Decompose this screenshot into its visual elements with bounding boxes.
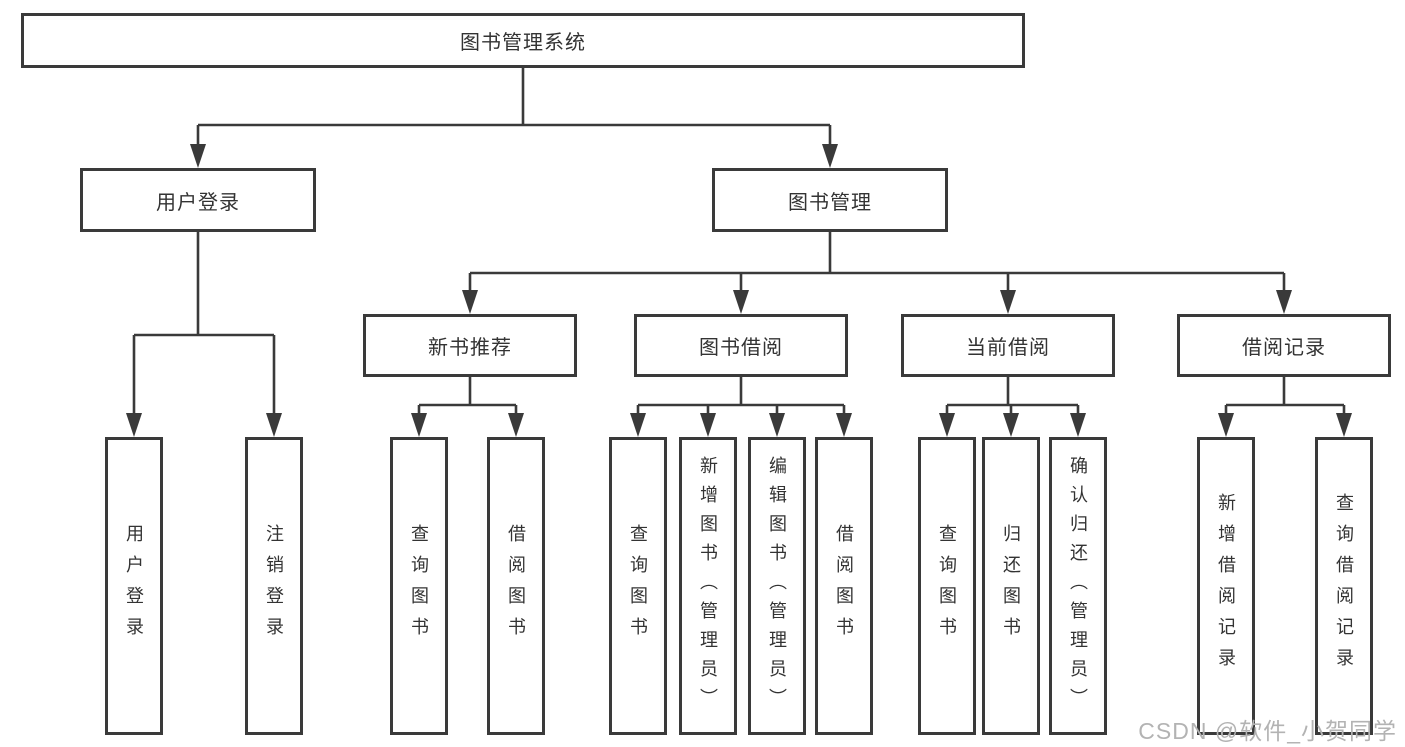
node-label: 图书管理 <box>788 191 872 214</box>
node-leaf-return-book: 归还图书 <box>982 437 1040 735</box>
node-leaf-query-borrow-record: 查询借阅记录 <box>1315 437 1373 735</box>
connector-login <box>132 232 276 415</box>
node-current-borrow: 当前借阅 <box>901 314 1115 377</box>
node-label: 查询图书 <box>937 524 957 648</box>
node-leaf-logout: 注销登录 <box>245 437 303 735</box>
node-label: 借阅记录 <box>1242 337 1326 359</box>
node-book-management: 图书管理 <box>712 168 948 232</box>
connector-borrow <box>636 377 846 415</box>
node-label: 图书管理系统 <box>460 32 586 54</box>
node-label: 借阅图书 <box>506 524 526 648</box>
node-leaf-query-book-2: 查询图书 <box>609 437 667 735</box>
node-leaf-query-book-1: 查询图书 <box>390 437 448 735</box>
node-label: 注销登录 <box>264 524 284 648</box>
node-leaf-user-login: 用户登录 <box>105 437 163 735</box>
connector-management <box>468 232 1286 292</box>
node-leaf-confirm-return-admin: 确认归还（管理员） <box>1049 437 1107 735</box>
node-borrow-records: 借阅记录 <box>1177 314 1391 377</box>
node-leaf-borrow-book-1: 借阅图书 <box>487 437 545 735</box>
connector-recommend <box>417 377 518 415</box>
node-label: 新书推荐 <box>428 337 512 359</box>
node-leaf-query-book-3: 查询图书 <box>918 437 976 735</box>
node-root-system: 图书管理系统 <box>21 13 1025 68</box>
csdn-watermark: CSDN @软件_小贺同学 <box>1138 718 1397 744</box>
connector-root <box>196 68 832 146</box>
node-leaf-borrow-book-2: 借阅图书 <box>815 437 873 735</box>
connector-current <box>945 377 1080 415</box>
node-leaf-add-borrow-record: 新增借阅记录 <box>1197 437 1255 735</box>
connector-records <box>1224 377 1346 415</box>
node-label: 用户登录 <box>156 191 240 214</box>
node-label: 归还图书 <box>1001 524 1021 648</box>
node-new-book-recommend: 新书推荐 <box>363 314 577 377</box>
node-label: 查询图书 <box>409 524 429 648</box>
node-label: 确认归还（管理员） <box>1068 455 1088 717</box>
node-label: 新增图书（管理员） <box>698 455 718 717</box>
node-label: 借阅图书 <box>834 524 854 648</box>
node-label: 查询图书 <box>628 524 648 648</box>
node-label: 当前借阅 <box>966 337 1050 359</box>
node-label: 查询借阅记录 <box>1334 493 1354 679</box>
node-label: 用户登录 <box>124 524 144 648</box>
node-leaf-add-book-admin: 新增图书（管理员） <box>679 437 737 735</box>
node-user-login: 用户登录 <box>80 168 316 232</box>
node-label: 图书借阅 <box>699 337 783 359</box>
node-label: 新增借阅记录 <box>1216 493 1236 679</box>
node-label: 编辑图书（管理员） <box>767 455 787 717</box>
node-leaf-edit-book-admin: 编辑图书（管理员） <box>748 437 806 735</box>
node-book-borrow: 图书借阅 <box>634 314 848 377</box>
